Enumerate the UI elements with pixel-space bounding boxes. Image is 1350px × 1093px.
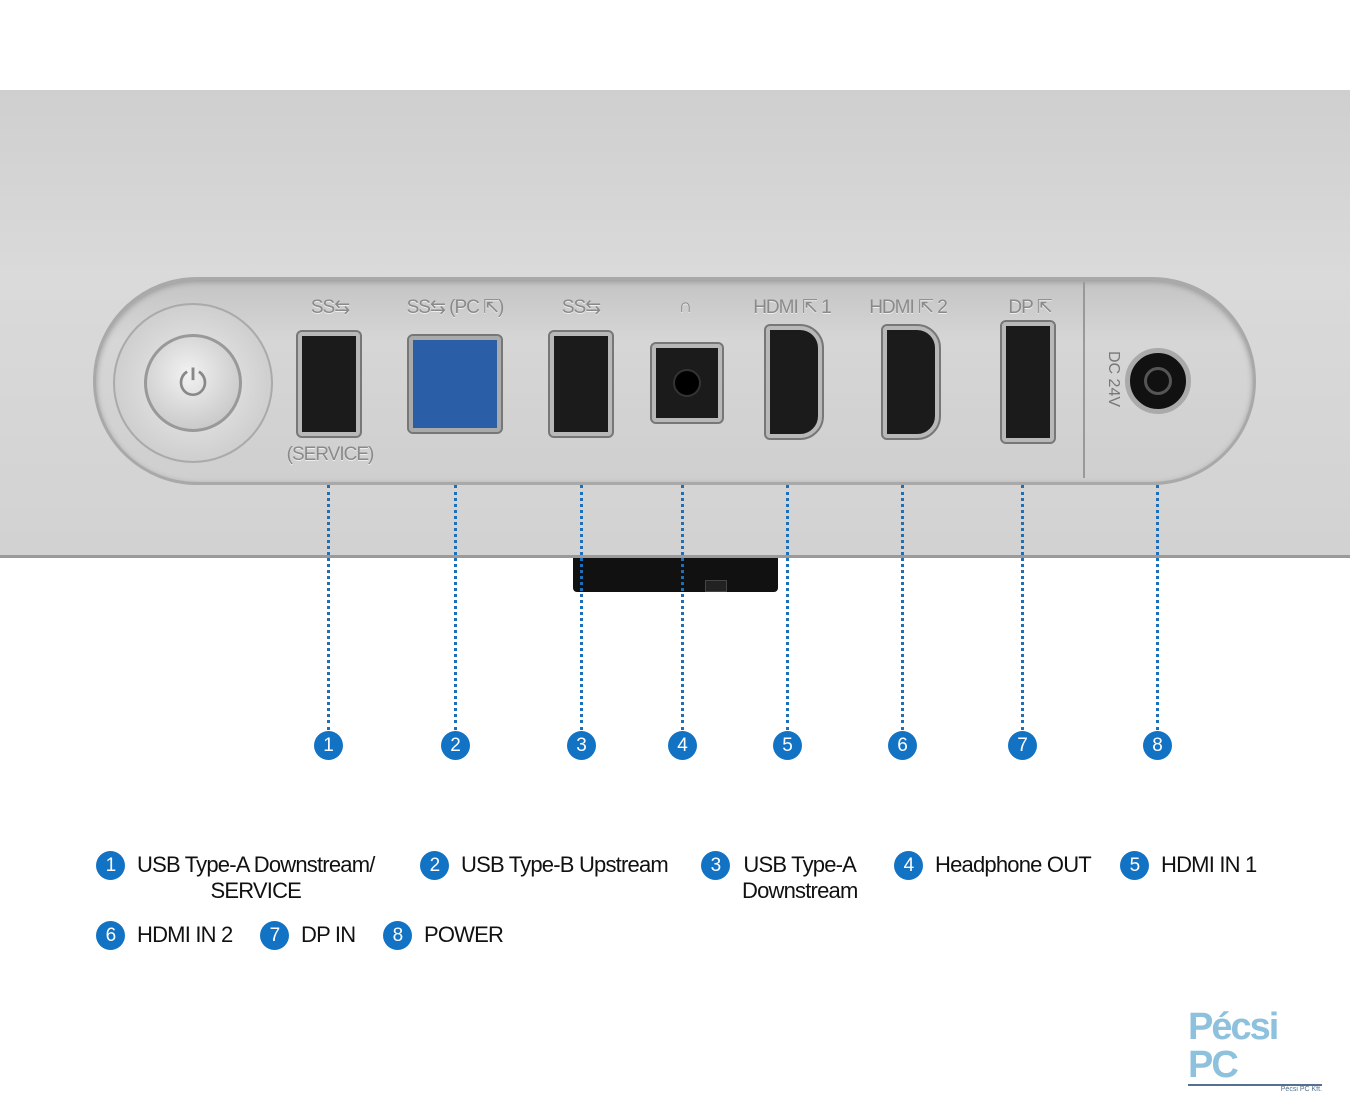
dc-label: DC 24V xyxy=(1105,350,1122,408)
legend-number: 2 xyxy=(420,851,449,880)
callout-number: 5 xyxy=(773,731,802,760)
legend-number: 1 xyxy=(96,851,125,880)
stand-latch xyxy=(705,580,727,592)
legend-label: HDMI IN 2 xyxy=(137,922,233,947)
headphone-icon: ∩ xyxy=(678,296,693,317)
legend-label: Headphone OUT xyxy=(935,852,1092,877)
logo-subtitle: Pécsi PC Kft. xyxy=(1280,1086,1322,1093)
headphone-port xyxy=(650,342,724,424)
callout-number: 6 xyxy=(888,731,917,760)
usb-a-port xyxy=(548,330,614,438)
callout-number: 8 xyxy=(1143,731,1172,760)
port-label: SS⇆ xyxy=(310,297,350,318)
usb-a-port-service xyxy=(296,330,362,438)
callout-line xyxy=(1021,485,1024,730)
callout-number: 3 xyxy=(567,731,596,760)
legend-number: 3 xyxy=(701,851,730,880)
callout-number: 1 xyxy=(314,731,343,760)
legend-number: 5 xyxy=(1120,851,1149,880)
legend-item: 4 Headphone OUT xyxy=(894,851,1092,880)
legend-item: 7 DP IN xyxy=(260,921,356,950)
legend-label: USB Type-A Downstream/ SERVICE xyxy=(137,852,375,903)
hdmi-port-2 xyxy=(881,324,941,440)
monitor-stand xyxy=(573,558,778,592)
callout-line xyxy=(681,485,684,730)
port-label: HDMI ⇱ 2 xyxy=(869,297,948,318)
port-label: SS⇆ xyxy=(561,297,601,318)
port-label: SS⇆ (PC ⇱) xyxy=(406,297,505,318)
callout-line xyxy=(454,485,457,730)
legend-number: 6 xyxy=(96,921,125,950)
power-button[interactable]: ⏻ xyxy=(144,334,242,432)
power-icon: ⏻ xyxy=(178,361,208,403)
logo-text: Pécsi PC xyxy=(1188,1006,1279,1086)
dp-port xyxy=(1000,320,1056,444)
legend-number: 7 xyxy=(260,921,289,950)
legend-number: 4 xyxy=(894,851,923,880)
callout-line xyxy=(327,485,330,730)
legend-item: 6 HDMI IN 2 xyxy=(96,921,233,950)
callout-line xyxy=(580,485,583,730)
legend-number: 8 xyxy=(383,921,412,950)
legend-label: POWER xyxy=(424,922,504,947)
callout-line xyxy=(1156,485,1159,730)
legend-item: 3 USB Type-A Downstream xyxy=(701,851,858,904)
callout-number: 7 xyxy=(1008,731,1037,760)
legend-label: USB Type-A Downstream xyxy=(742,852,858,903)
power-port xyxy=(1125,348,1191,414)
legend-label: USB Type-B Upstream xyxy=(461,852,669,877)
legend-item: 8 POWER xyxy=(383,921,504,950)
logo: Pécsi PC Pécsi PC Kft. xyxy=(1188,1008,1322,1093)
port-label: DP ⇱ xyxy=(1008,297,1052,318)
callout-line xyxy=(901,485,904,730)
panel-divider xyxy=(1083,282,1085,478)
legend-item: 1 USB Type-A Downstream/ SERVICE xyxy=(96,851,375,904)
legend-item: 5 HDMI IN 1 xyxy=(1120,851,1257,880)
callout-line xyxy=(786,485,789,730)
service-label: (SERVICE) xyxy=(286,444,375,465)
legend-label: HDMI IN 1 xyxy=(1161,852,1257,877)
hdmi-port-1 xyxy=(764,324,824,440)
callout-number: 2 xyxy=(441,731,470,760)
legend-item: 2 USB Type-B Upstream xyxy=(420,851,669,880)
callout-number: 4 xyxy=(668,731,697,760)
usb-b-port xyxy=(407,334,503,434)
legend-label: DP IN xyxy=(301,922,356,947)
port-label: HDMI ⇱ 1 xyxy=(753,297,832,318)
